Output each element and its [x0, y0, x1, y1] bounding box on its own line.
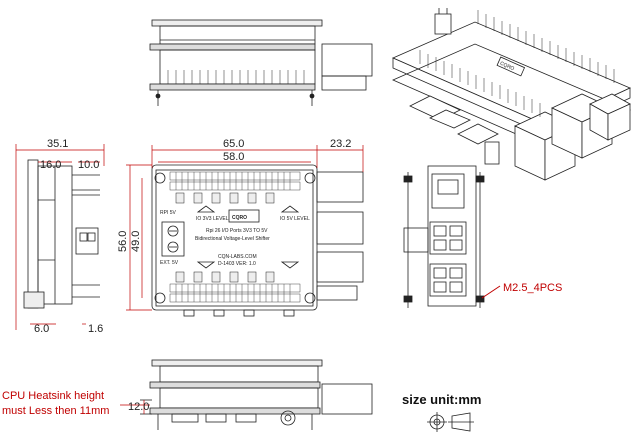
dim-top-width: 65.0 [223, 138, 244, 150]
left-side-view [23, 159, 100, 309]
board-line2: Bidirectional Voltage-Level Shifter [195, 236, 270, 242]
isometric-view [392, 8, 631, 181]
dim-top-overhang: 23.2 [330, 138, 351, 150]
dim-side-right: 10.0 [78, 159, 99, 171]
top-view [151, 164, 364, 317]
size-unit-label: size unit:mm [402, 392, 481, 407]
iso-logo: CQRO [499, 61, 515, 73]
board-rpi5v: RPI 5V [160, 210, 177, 216]
heatsink-note-line1: CPU Heatsink height [2, 390, 104, 402]
board-ext5v: EXT. 5V [160, 260, 179, 266]
dim-heatsink-gap: 12.0 [128, 401, 149, 413]
mount-label: M2.5_4PCS [503, 282, 562, 294]
dim-top-inner: 58.0 [223, 151, 244, 163]
board-line1: Rpi 26 I/O Ports 3V3 TO 5V [206, 228, 268, 234]
dim-side-width: 35.1 [47, 138, 68, 150]
projection-symbol-icon [427, 412, 474, 432]
dim-side-bottom-left: 6.0 [34, 323, 49, 335]
dimension-lines [15, 144, 364, 414]
board-io5v: IO 5V LEVEL [280, 216, 310, 222]
bottom-side-view [140, 359, 373, 430]
dim-top-height: 56.0 [117, 231, 129, 252]
board-line4: D-1403 VER: 1.0 [218, 261, 256, 267]
heatsink-note-line2: must Less then 11mm [2, 405, 109, 417]
board-logo: CQRO [232, 215, 247, 221]
dim-side-bottom-right: 1.6 [88, 323, 103, 335]
dim-side-inner: 16.0 [40, 159, 61, 171]
board-io3v3: IO 3V3 LEVEL [196, 216, 229, 222]
top-side-view [149, 19, 373, 106]
board-line3: CQN-LABS.COM [218, 254, 257, 260]
mount-leader [481, 285, 501, 299]
right-side-view [403, 165, 485, 308]
dim-top-inner-height: 49.0 [130, 231, 142, 252]
